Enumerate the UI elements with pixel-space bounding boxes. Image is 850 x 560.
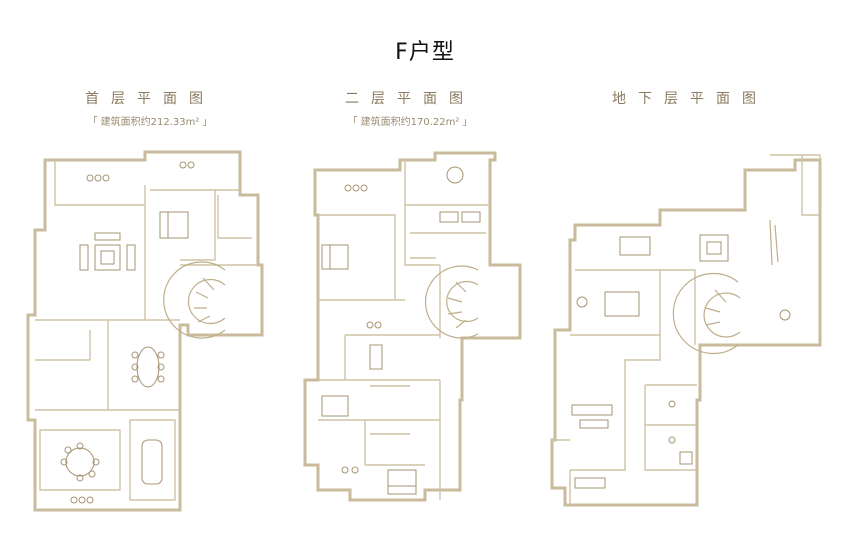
- first-floor-title: 首层平面图: [85, 91, 215, 107]
- first-floor-plan: [26, 150, 264, 512]
- second-floor-title: 二层平面图: [345, 91, 475, 107]
- basement-plan: [550, 154, 822, 507]
- second-floor-area: 「 建筑面积约170.22m² 」: [347, 117, 473, 128]
- page-title: F户型: [395, 40, 455, 65]
- second-floor-plan: [303, 151, 522, 502]
- first-floor-area: 「 建筑面积约212.33m² 」: [87, 117, 213, 128]
- basement-title: 地下层平面图: [612, 91, 768, 107]
